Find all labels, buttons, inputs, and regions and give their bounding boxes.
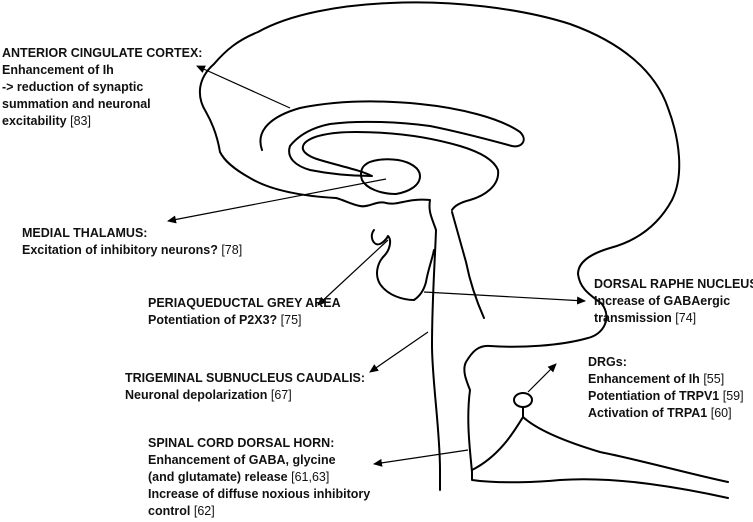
drg-ref-1: [55] [703, 372, 725, 386]
acc-line-1: Enhancement of Ih [2, 63, 114, 77]
label-dorsal-raphe: DORSAL RAPHE NUCLEUS Increase of GABAerg… [594, 276, 753, 327]
spinal-ref-1: [61,63] [291, 470, 330, 484]
trigeminal-ref: [67] [270, 388, 292, 402]
acc-title: ANTERIOR CINGULATE CORTEX: [2, 46, 203, 60]
brain-outline [198, 1, 729, 499]
acc-line-4: excitability [2, 114, 67, 128]
label-medial-thalamus: MEDIAL THALAMUS: Excitation of inhibitor… [22, 225, 242, 259]
raphe-ref: [74] [675, 311, 697, 325]
thalamus-ref: [78] [221, 243, 243, 257]
pag-line-1: Potentiation of P2X3? [148, 313, 278, 327]
arrow-raphe [423, 291, 586, 305]
raphe-line-2: transmission [594, 311, 672, 325]
acc-line-2: -> reduction of synaptic [2, 80, 144, 94]
arrow-acc [196, 65, 291, 109]
acc-line-3: summation and neuronal [2, 97, 151, 111]
spinal-title: SPINAL CORD DORSAL HORN: [148, 436, 335, 450]
label-periaqueductal-grey: PERIAQUEDUCTAL GREY AREA Potentiation of… [148, 295, 341, 329]
corpus-callosum [259, 100, 525, 211]
spinal-line-3: Increase of diffuse noxious inhibitory [148, 487, 371, 501]
pag-ref: [75] [280, 313, 302, 327]
label-spinal-cord-dorsal-horn: SPINAL CORD DORSAL HORN: Enhancement of … [148, 435, 370, 520]
label-trigeminal-caudalis: TRIGEMINAL SUBNUCLEUS CAUDALIS: Neuronal… [125, 370, 365, 404]
raphe-title: DORSAL RAPHE NUCLEUS [594, 277, 753, 291]
spinal-line-4: control [148, 504, 191, 518]
spinal-line-2: (and glutamate) release [148, 470, 288, 484]
arrow-spinal [373, 449, 469, 467]
label-drgs: DRGs: Enhancement of Ih [55] Potentiatio… [588, 354, 744, 422]
drg-line-1: Enhancement of Ih [588, 372, 700, 386]
brainstem-inner [451, 211, 485, 319]
drg-ref-3: [60] [710, 406, 732, 420]
thalamus-title: MEDIAL THALAMUS: [22, 226, 148, 240]
trigeminal-line-1: Neuronal depolarization [125, 388, 268, 402]
periaqueductal-region [370, 229, 435, 301]
arrow-thalamus [167, 178, 387, 224]
arrow-drg [527, 363, 557, 393]
drg-ref-2: [59] [722, 389, 744, 403]
arrow-pag [317, 239, 389, 306]
drg-title: DRGs: [588, 355, 627, 369]
trigeminal-title: TRIGEMINAL SUBNUCLEUS CAUDALIS: [125, 371, 366, 385]
label-anterior-cingulate-cortex: ANTERIOR CINGULATE CORTEX: Enhancement o… [2, 45, 202, 130]
thalamus [360, 158, 421, 195]
acc-ref: [83] [70, 114, 91, 128]
arrow-trigeminal [369, 331, 429, 373]
drg-ganglion [513, 392, 533, 408]
drg-line-3: Activation of TRPA1 [588, 406, 708, 420]
pag-title: PERIAQUEDUCTAL GREY AREA [148, 296, 341, 310]
spinal-ref-2: [62] [193, 504, 215, 518]
spinal-nerve [471, 416, 729, 483]
raphe-line-1: Increase of GABAergic [594, 294, 731, 308]
drg-line-2: Potentiation of TRPV1 [588, 389, 720, 403]
thalamus-line-1: Excitation of inhibitory neurons? [22, 243, 218, 257]
spinal-line-1: Enhancement of GABA, glycine [148, 453, 336, 467]
